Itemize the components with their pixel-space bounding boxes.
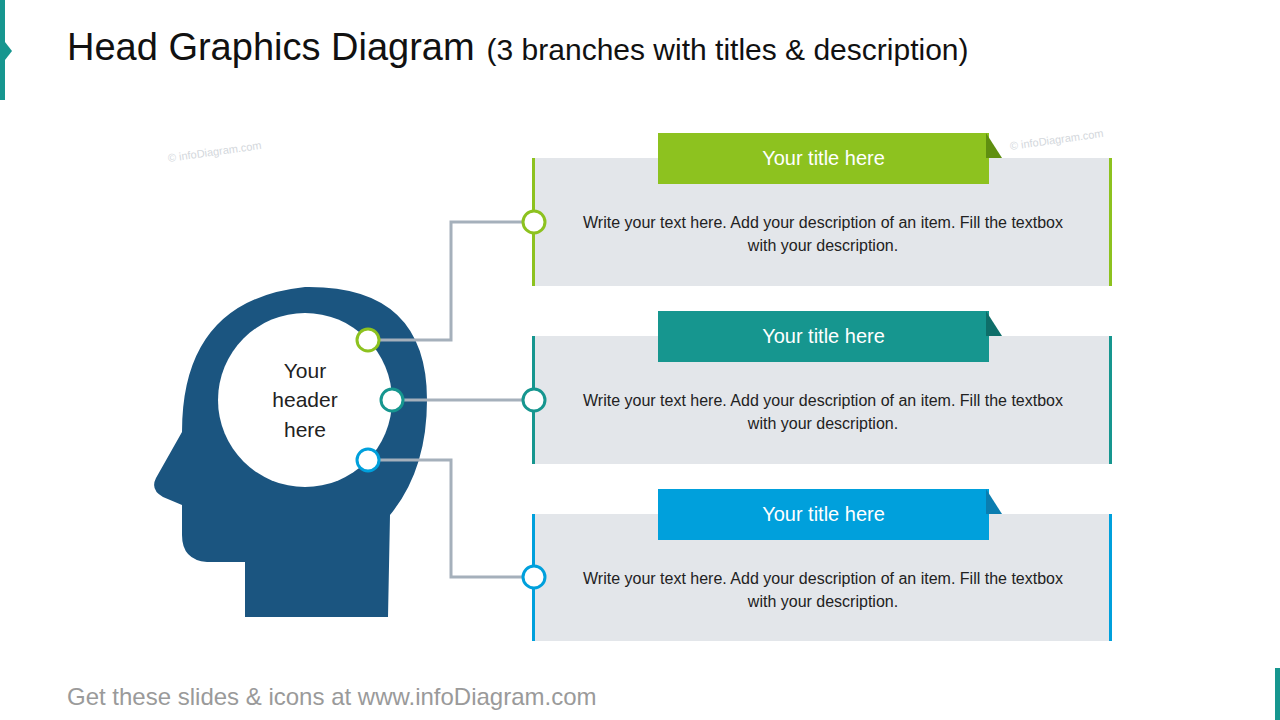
slide-title: Head Graphics Diagram	[67, 26, 475, 69]
panel-title: Your title here	[658, 311, 989, 362]
watermark: © infoDiagram.com	[1009, 127, 1104, 152]
panel-description: Write your text here. Add your descripti…	[578, 389, 1068, 435]
title-row: Head Graphics Diagram (3 branches with ti…	[67, 26, 968, 69]
footer-caption: Get these slides & icons at www.infoDiag…	[67, 683, 597, 711]
header-text: Your header here	[259, 356, 351, 444]
content-panel: Your title hereWrite your text here. Add…	[532, 158, 1112, 286]
accent-arrow	[5, 42, 12, 60]
slide-subtitle: (3 branches with titles & description)	[487, 33, 969, 67]
panel-description: Write your text here. Add your descripti…	[578, 567, 1068, 613]
head-silhouette	[154, 287, 427, 617]
head-circle: Your header here	[218, 313, 392, 487]
accent-bar	[0, 0, 5, 100]
panel-title: Your title here	[658, 489, 989, 540]
watermark: © infoDiagram.com	[167, 139, 262, 164]
branch-connector	[368, 222, 533, 340]
content-panel: Your title hereWrite your text here. Add…	[532, 336, 1112, 464]
panel-title: Your title here	[658, 133, 989, 184]
content-panel: Your title hereWrite your text here. Add…	[532, 514, 1112, 641]
branch-connector	[368, 460, 533, 577]
panel-description: Write your text here. Add your descripti…	[578, 211, 1068, 257]
accent-bar	[1275, 668, 1280, 720]
branch-connector	[392, 399, 534, 402]
